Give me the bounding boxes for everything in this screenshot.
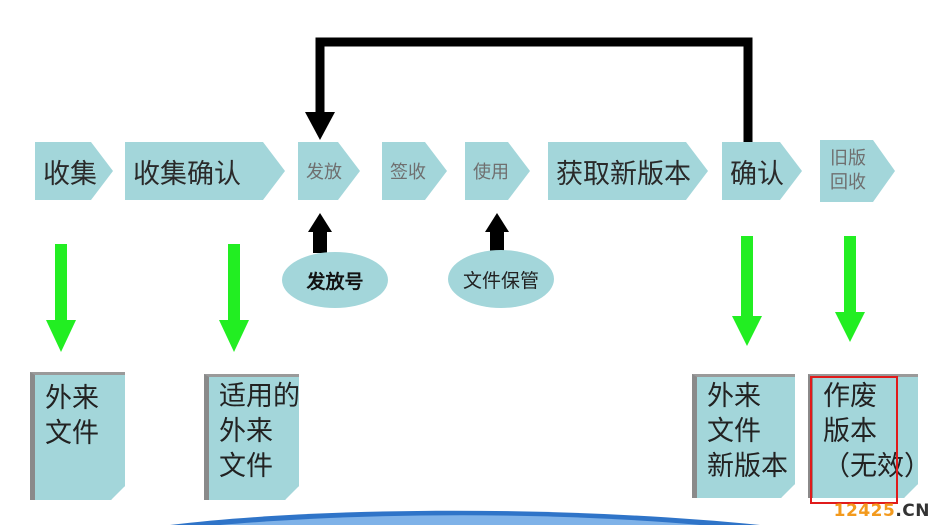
file-storage-ellipse: 文件保管 <box>448 250 554 308</box>
card-line: （无效） <box>823 451 931 482</box>
flow-step-label: 获取新版本 <box>556 158 691 190</box>
bottom-wave-decoration <box>170 510 760 525</box>
card-line: 文件 <box>45 418 99 449</box>
down-arrow-confirm <box>732 236 762 346</box>
card-external-files: 外来 文件 <box>30 372 125 500</box>
card-applicable-external-files: 适用的 外来 文件 <box>204 374 299 500</box>
card-line: 外来 <box>45 383 99 414</box>
issue-number-ellipse: 发放号 <box>282 252 388 308</box>
card-line: 作废 <box>823 381 877 412</box>
down-arrow-collect-confirm <box>219 244 249 352</box>
card-line: 外来 <box>219 416 273 447</box>
card-line: 文件 <box>707 416 761 447</box>
ellipse-label: 文件保管 <box>462 269 539 292</box>
card-line: 版本 <box>823 416 877 447</box>
card-line: 新版本 <box>707 451 788 482</box>
card-new-version-external: 外来 文件 新版本 <box>692 374 795 498</box>
card-line: 文件 <box>219 451 273 482</box>
card-void-version: 作废 版本 （无效） <box>808 374 918 498</box>
void-version-highlight-box <box>810 376 898 504</box>
feedback-line <box>315 37 753 150</box>
card-line: 适用的 <box>219 381 300 412</box>
flow-step-label: 收集确认 <box>133 158 241 190</box>
watermark-number: 12425 <box>833 501 896 521</box>
card-line: 外来 <box>707 381 761 412</box>
flow-step-collect-confirm: 收集确认 <box>125 142 285 200</box>
watermark-suffix: .CN <box>895 501 930 521</box>
flow-step-label: 收集 <box>43 158 97 190</box>
up-arrow-issue-number <box>308 213 332 253</box>
flow-step-label: 使用 <box>473 162 509 183</box>
ellipse-label: 发放号 <box>306 270 364 293</box>
flow-step-label: 签收 <box>390 162 426 183</box>
down-arrow-collect <box>46 244 76 352</box>
flow-step-get-new-version: 获取新版本 <box>548 142 708 200</box>
down-arrow-old-version <box>835 236 865 342</box>
feedback-arrowhead <box>305 112 335 140</box>
flow-step-label-line1: 旧版 <box>830 148 866 169</box>
site-watermark: 12425.CN <box>834 501 930 521</box>
up-arrow-file-storage <box>485 213 509 253</box>
flow-step-label-line2: 回收 <box>830 172 866 193</box>
flow-step-label: 发放 <box>306 162 342 183</box>
flow-step-label: 确认 <box>730 158 784 190</box>
